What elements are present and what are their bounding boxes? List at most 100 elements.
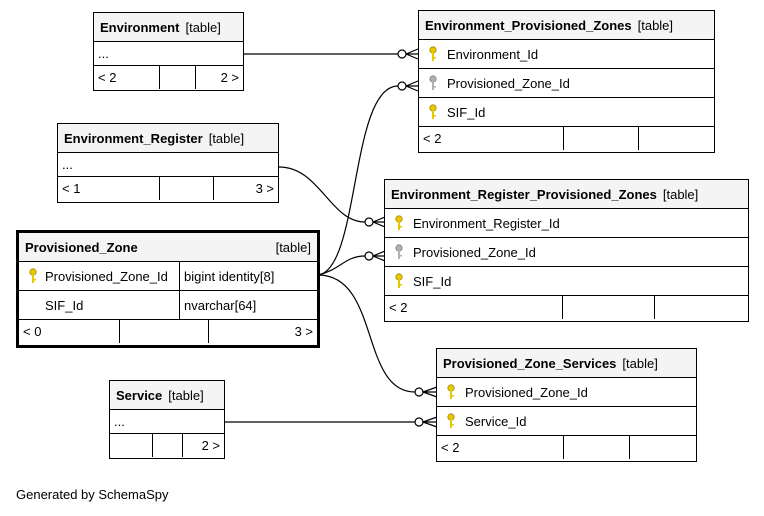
table-name: Service <box>116 387 163 403</box>
footer-middle <box>564 127 639 150</box>
footer-middle <box>160 177 214 200</box>
table-header: Environment_Register [table] <box>58 124 278 153</box>
table-header: Service [table] <box>110 381 224 410</box>
footer-middle <box>153 434 183 457</box>
key-icon <box>419 46 447 62</box>
column-name: Provisioned_Zone_Id <box>465 384 588 400</box>
collapsed-columns: ... <box>94 42 243 66</box>
zero-many-end-marker <box>414 417 424 427</box>
table-type-label: [table] <box>622 355 658 371</box>
table-type-label: [table] <box>662 186 699 202</box>
column-row[interactable]: Service_Id <box>437 407 696 436</box>
table-header: Provisioned_Zone_Services [table] <box>437 349 696 378</box>
table-header: Environment_Provisioned_Zones [table] <box>419 11 714 40</box>
table-name: Environment <box>100 19 180 35</box>
table-footer: < 2 <box>385 296 748 319</box>
key-icon <box>437 413 465 429</box>
children-count[interactable] <box>655 296 748 319</box>
table-environment-provisioned-zones[interactable]: Environment_Provisioned_Zones [table] En… <box>418 10 715 153</box>
crowfoot-marker <box>422 386 438 398</box>
column-row[interactable]: Environment_Register_Id <box>385 209 748 238</box>
footer-middle <box>564 436 630 459</box>
table-footer: < 1 3 > <box>58 177 278 200</box>
table-name: Provisioned_Zone <box>25 239 138 255</box>
table-environment[interactable]: Environment [table] ... < 2 2 > <box>93 12 244 91</box>
table-environment-register[interactable]: Environment_Register [table] ... < 1 3 > <box>57 123 279 203</box>
zero-many-end-marker <box>364 251 374 261</box>
relationship-line <box>317 274 416 393</box>
table-type-label: [table] <box>275 239 311 255</box>
column-name: Service_Id <box>465 413 527 429</box>
column-name: Environment_Register_Id <box>413 215 560 231</box>
key-icon <box>437 384 465 400</box>
key-icon <box>419 104 447 120</box>
parents-count[interactable]: < 2 <box>419 127 564 150</box>
column-row[interactable]: Provisioned_Zone_Id bigint identity[8] <box>19 262 317 291</box>
column-row[interactable]: Environment_Id <box>419 40 714 69</box>
generated-by-caption: Generated by SchemaSpy <box>16 487 169 502</box>
table-name: Environment_Provisioned_Zones <box>425 17 632 33</box>
table-service[interactable]: Service [table] ... 2 > <box>109 380 225 459</box>
table-footer: < 2 2 > <box>94 66 243 89</box>
column-name: SIF_Id <box>447 104 486 120</box>
collapsed-columns: ... <box>110 410 224 434</box>
footer-middle <box>160 66 196 89</box>
key-icon <box>419 75 447 91</box>
parents-count[interactable]: < 2 <box>94 66 160 89</box>
parents-count[interactable]: < 1 <box>58 177 160 200</box>
parents-count[interactable]: < 2 <box>385 296 563 319</box>
zero-many-end-marker <box>397 49 407 59</box>
table-name: Provisioned_Zone_Services <box>443 355 617 371</box>
collapsed-columns: ... <box>58 153 278 177</box>
column-row[interactable]: Provisioned_Zone_Id <box>419 69 714 98</box>
column-type: bigint identity[8] <box>184 268 275 284</box>
table-header: Environment [table] <box>94 13 243 42</box>
column-row[interactable]: SIF_Id <box>419 98 714 127</box>
footer-middle <box>563 296 655 319</box>
crowfoot-marker <box>405 48 419 60</box>
key-icon <box>385 273 413 289</box>
children-count[interactable] <box>630 436 696 459</box>
table-environment-register-provisioned-zones[interactable]: Environment_Register_Provisioned_Zones [… <box>384 179 749 322</box>
children-count[interactable] <box>639 127 714 150</box>
table-type-label: [table] <box>637 17 674 33</box>
table-header: Environment_Register_Provisioned_Zones [… <box>385 180 748 209</box>
key-icon <box>19 268 47 284</box>
key-icon <box>385 215 413 231</box>
table-type-label: [table] <box>168 387 204 403</box>
table-provisioned-zone-services[interactable]: Provisioned_Zone_Services [table] Provis… <box>436 348 697 462</box>
table-header: Provisioned_Zone [table] <box>19 233 317 262</box>
table-footer: < 2 <box>437 436 696 459</box>
zero-many-end-marker <box>397 81 407 91</box>
column-row[interactable]: Provisioned_Zone_Id <box>437 378 696 407</box>
crowfoot-marker <box>372 216 386 228</box>
table-provisioned-zone[interactable]: Provisioned_Zone [table] Provisioned_Zon… <box>16 230 320 348</box>
zero-many-end-marker <box>414 387 424 397</box>
column-row[interactable]: SIF_Id nvarchar[64] <box>19 291 317 320</box>
table-footer: < 0 3 > <box>19 320 317 343</box>
children-count[interactable]: 2 > <box>201 438 220 453</box>
column-name-cell: Provisioned_Zone_Id <box>19 262 180 290</box>
column-name: SIF_Id <box>413 273 452 289</box>
table-footer: 2 > <box>110 434 224 457</box>
column-row[interactable]: SIF_Id <box>385 267 748 296</box>
parents-count[interactable]: < 2 <box>437 436 564 459</box>
children-count[interactable]: 2 > <box>220 70 239 85</box>
table-type-label: [table] <box>208 130 245 146</box>
children-count[interactable]: 3 > <box>294 324 313 339</box>
key-icon <box>385 244 413 260</box>
relationship-line <box>278 166 366 223</box>
column-name: Provisioned_Zone_Id <box>45 268 168 284</box>
table-type-label: [table] <box>185 19 221 35</box>
column-name: Provisioned_Zone_Id <box>447 75 570 91</box>
relationship-line <box>317 255 366 276</box>
column-type: nvarchar[64] <box>184 297 257 313</box>
footer-middle <box>120 320 209 343</box>
column-row[interactable]: Provisioned_Zone_Id <box>385 238 748 267</box>
parents-count[interactable] <box>110 434 153 457</box>
table-footer: < 2 <box>419 127 714 150</box>
relationship-line <box>317 85 399 276</box>
children-count[interactable]: 3 > <box>255 181 274 196</box>
parents-count[interactable]: < 0 <box>19 320 120 343</box>
